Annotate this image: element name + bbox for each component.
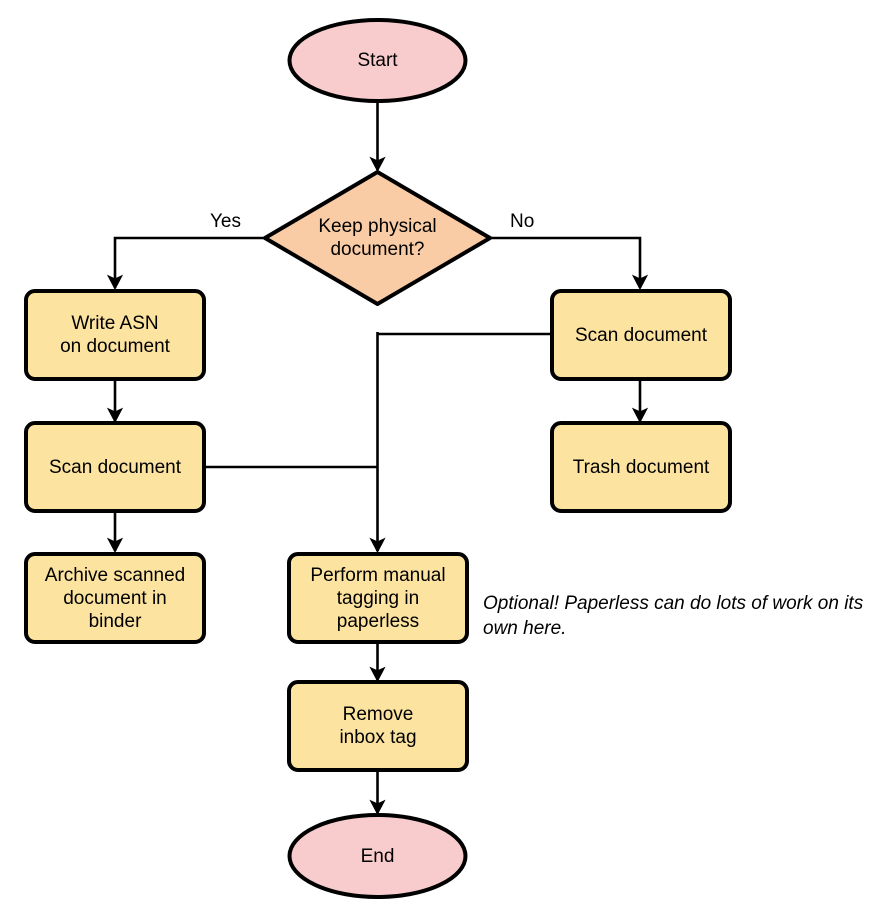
node-write-asn-on-document[interactable]	[24, 289, 206, 381]
node-archive-scanned-document-in-binder[interactable]	[24, 552, 206, 644]
edge-group-arrows	[106, 101, 649, 816]
node-scan-document-left[interactable]	[24, 421, 206, 513]
node-remove-inbox-tag[interactable]	[287, 680, 469, 772]
edge-label-no: No	[510, 211, 535, 232]
edge-group-connectors	[204, 332, 552, 469]
node-scan-document-right[interactable]	[550, 289, 732, 381]
edge-decision-yes-to-write-asn	[106, 236, 265, 291]
optional-note-line-2: its own here.	[483, 593, 864, 639]
node-trash-document[interactable]	[550, 421, 732, 513]
optional-note-line-1: Optional! Paperless can do lots of work …	[483, 593, 839, 614]
node-end[interactable]	[287, 813, 468, 899]
node-decision-keep-physical-document[interactable]	[263, 170, 492, 306]
node-perform-manual-tagging-in-paperless[interactable]	[287, 552, 469, 644]
optional-note: Optional! Paperless can do lots of work …	[483, 591, 888, 641]
edge-label-yes: Yes	[210, 211, 241, 232]
edge-decision-no-to-scan-right	[490, 236, 649, 291]
node-start[interactable]	[287, 18, 468, 103]
